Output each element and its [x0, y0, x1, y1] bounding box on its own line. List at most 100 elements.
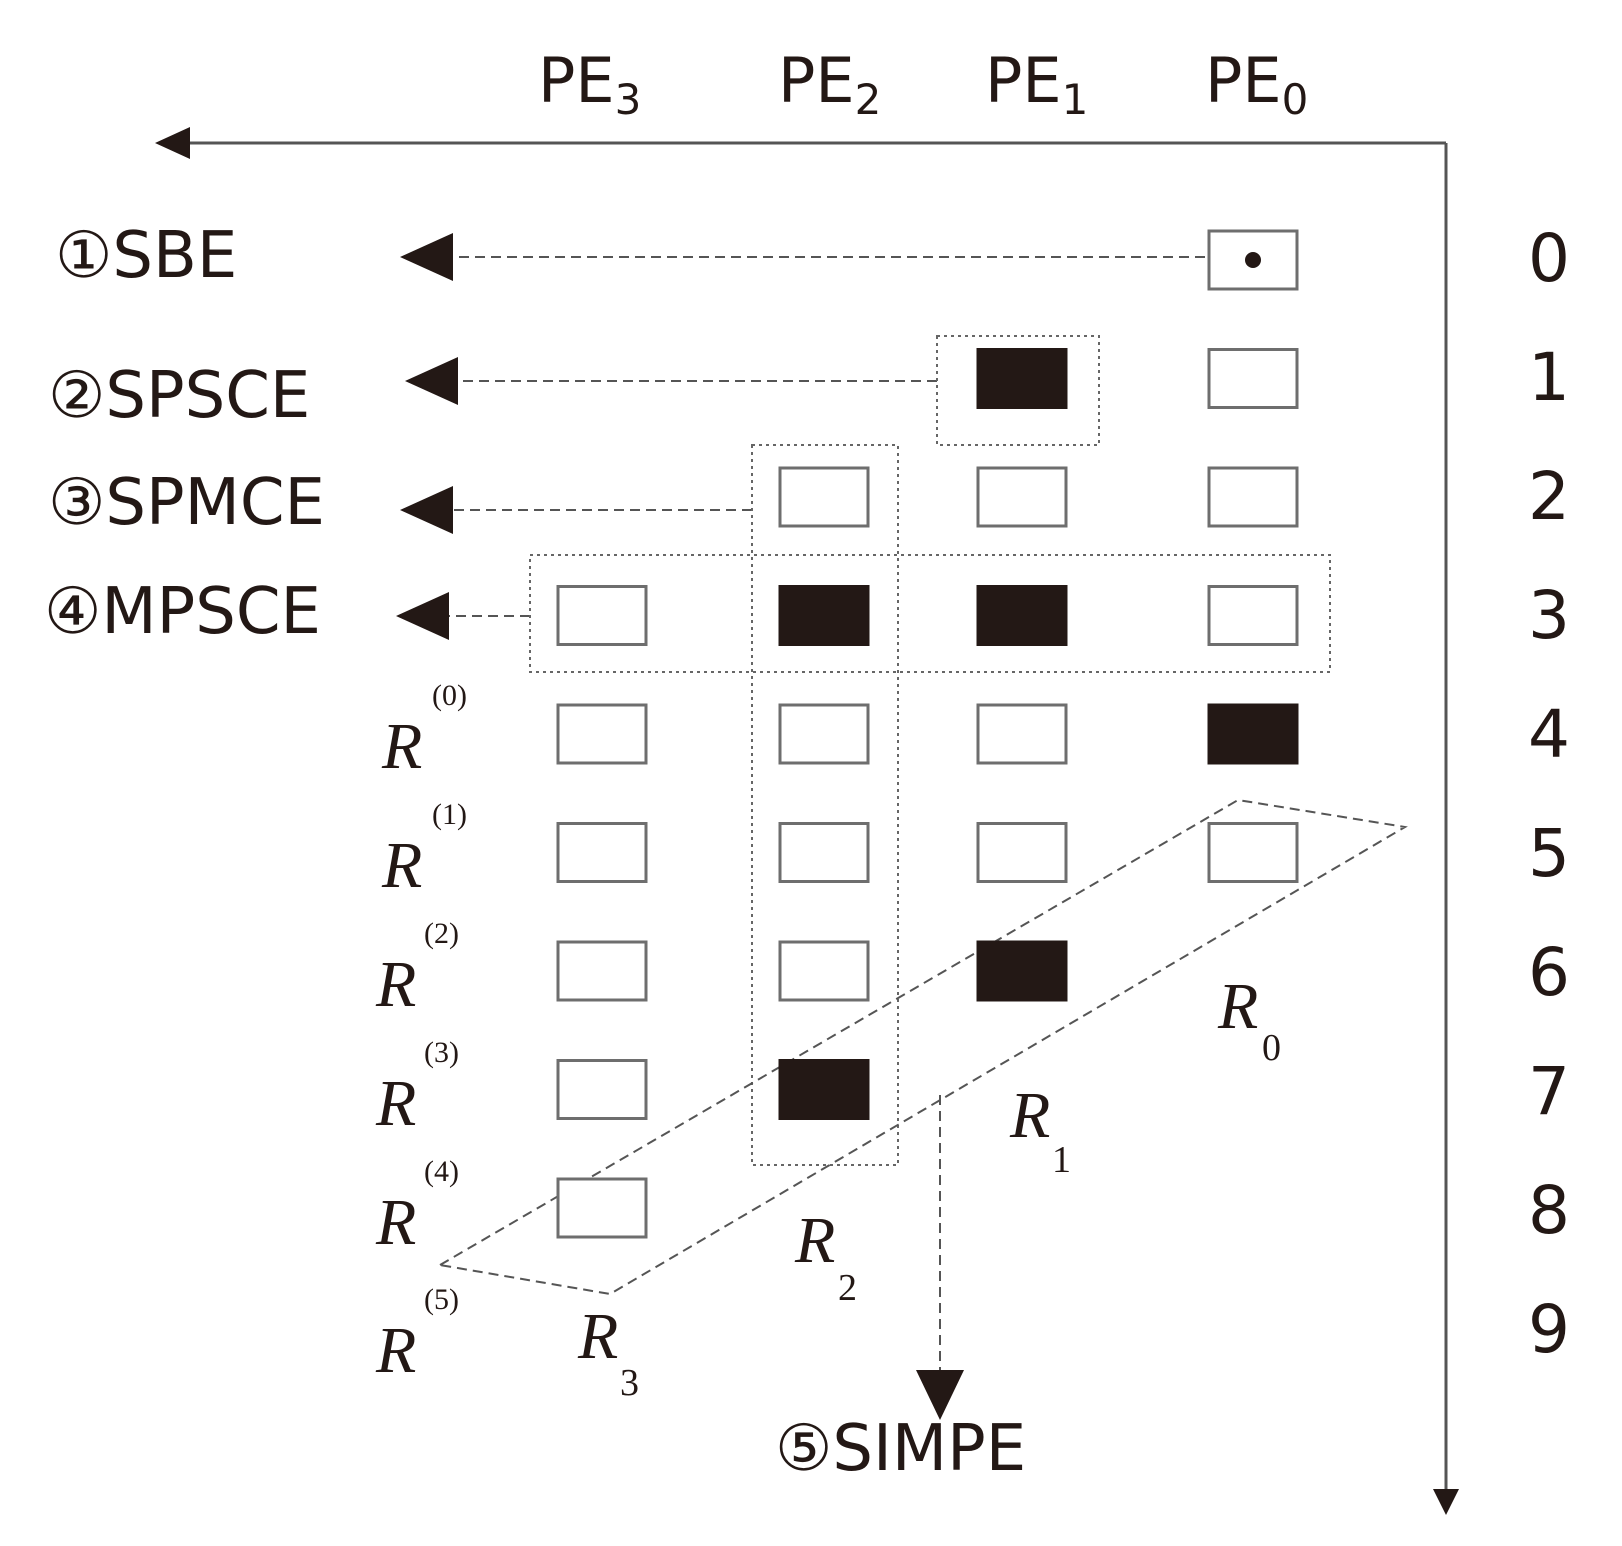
pe-header-3-base: PE [538, 44, 615, 117]
row-number-6: 6 [1528, 934, 1570, 1011]
row-label-0-base: R [381, 710, 422, 783]
row-label-5-base: R [375, 1314, 416, 1387]
residue-label-2-sub: 2 [838, 1267, 857, 1309]
cell-row3-pe0 [1207, 585, 1299, 646]
row-labels: R (0) R (1) R (2) R (3) R (4) R (5) [375, 679, 467, 1387]
pe-header-0-sub: 0 [1282, 75, 1309, 124]
cell-row1-pe0 [1207, 348, 1299, 409]
residue-label-0-sub: 0 [1262, 1027, 1281, 1069]
cell-row7-pe2-error [778, 1059, 870, 1120]
pe-header-0: PE0 [1205, 44, 1308, 124]
cell-row3-pe1-error [976, 585, 1068, 646]
row-label-4: R [375, 1186, 416, 1259]
residue-label-3-sub: 3 [620, 1362, 639, 1404]
error-pointers [396, 233, 1205, 1420]
cell-row3-pe2-error [778, 585, 870, 646]
spsce-group-box [936, 335, 1100, 446]
label-sbe: ①SBE [55, 219, 237, 293]
pe-header-2-base: PE [778, 44, 855, 117]
cell-row8-pe3 [556, 1177, 648, 1239]
error-groups [437, 335, 1408, 1296]
cell-row5-pe1 [976, 822, 1068, 883]
spmce-group-box [751, 444, 899, 1166]
row-number-2: 2 [1528, 458, 1570, 535]
cell-row6-pe3 [556, 940, 648, 1002]
simpe-arrow-icon [916, 1370, 964, 1420]
row-label-3-base: R [375, 1067, 416, 1140]
cell-row5-pe3 [556, 822, 648, 883]
residue-label-1-sub: 1 [1052, 1139, 1071, 1181]
row-label-3-sup: (3) [424, 1036, 459, 1069]
row-label-1: R [381, 829, 422, 902]
row-label-2: R [375, 948, 416, 1021]
row-label-2-base: R [375, 948, 416, 1021]
label-simpe: ⑤SIMPE [775, 1412, 1026, 1486]
label-spmce: ③SPMCE [48, 466, 325, 540]
pe-header-0-base: PE [1205, 44, 1282, 117]
row-axis-arrow-icon [1433, 1489, 1459, 1515]
pe-header-2-sub: 2 [855, 75, 882, 124]
row-label-4-base: R [375, 1186, 416, 1259]
pe-axis-arrow-icon [155, 127, 190, 159]
cell-row2-pe2 [778, 466, 870, 528]
cell-row3-pe3 [556, 585, 648, 646]
row-label-1-base: R [381, 829, 422, 902]
cell-row7-pe3 [556, 1059, 648, 1120]
pe-header-3: PE3 [538, 44, 641, 124]
pe-header-3-sub: 3 [615, 75, 642, 124]
cell-row4-pe3 [556, 703, 648, 765]
cell-row4-pe1 [976, 703, 1068, 765]
cell-row6-pe2 [778, 940, 870, 1002]
pe-header-1-sub: 1 [1062, 75, 1089, 124]
row-label-1-sup: (1) [432, 798, 467, 831]
residue-label-0-base: R [1217, 970, 1258, 1043]
row-number-5: 5 [1528, 815, 1570, 892]
simpe-group-parallelogram [437, 798, 1408, 1296]
sbe-arrow-icon [400, 233, 453, 281]
pe-header-2: PE2 [778, 44, 881, 124]
row-number-3: 3 [1528, 577, 1570, 654]
residue-label-1: R [1009, 1079, 1050, 1152]
row-label-0-sup: (0) [432, 679, 467, 712]
row-label-5-sup: (5) [424, 1283, 459, 1316]
mpsce-group-box [529, 554, 1331, 673]
row-number-9: 9 [1528, 1291, 1570, 1368]
residue-label-3-base: R [577, 1300, 618, 1373]
spsce-arrow-icon [405, 357, 458, 405]
cell-row6-pe1-error [976, 940, 1068, 1002]
row-label-2-sup: (2) [424, 917, 459, 950]
bit-error-dot-icon [1245, 252, 1261, 268]
grid-cells [556, 229, 1299, 1239]
cell-row4-pe2 [778, 703, 870, 765]
cell-row1-pe1-error [976, 348, 1068, 409]
residue-label-2: R [794, 1204, 835, 1277]
residue-label-1-base: R [1009, 1079, 1050, 1152]
cell-row2-pe0 [1207, 466, 1299, 528]
residue-label-3: R [577, 1300, 618, 1373]
pe-header-1: PE1 [985, 44, 1088, 124]
spmce-arrow-icon [400, 486, 453, 534]
cell-row5-pe2 [778, 822, 870, 883]
mpsce-arrow-icon [396, 592, 449, 640]
row-number-7: 7 [1528, 1053, 1570, 1130]
row-numbers: 0 1 2 3 4 5 6 7 8 9 [1528, 220, 1570, 1368]
row-number-4: 4 [1528, 696, 1570, 773]
row-label-4-sup: (4) [424, 1155, 459, 1188]
residue-label-0: R [1217, 970, 1258, 1043]
row-label-5: R [375, 1314, 416, 1387]
cell-row2-pe1 [976, 466, 1068, 528]
axes [155, 127, 1459, 1515]
row-number-8: 8 [1528, 1172, 1570, 1249]
row-label-3: R [375, 1067, 416, 1140]
pe-residue-labels: R 0 R 1 R 2 R 3 [577, 970, 1281, 1404]
label-mpsce: ④MPSCE [44, 575, 321, 649]
row-number-1: 1 [1528, 339, 1570, 416]
cell-row5-pe0 [1207, 822, 1299, 883]
row-label-0: R [381, 710, 422, 783]
residue-label-2-base: R [794, 1204, 835, 1277]
pe-header-1-base: PE [985, 44, 1062, 117]
error-labels: ①SBE ②SPSCE ③SPMCE ④MPSCE ⑤SIMPE [44, 219, 1026, 1486]
cell-row4-pe0-error [1207, 703, 1299, 765]
label-spsce: ②SPSCE [48, 359, 310, 433]
